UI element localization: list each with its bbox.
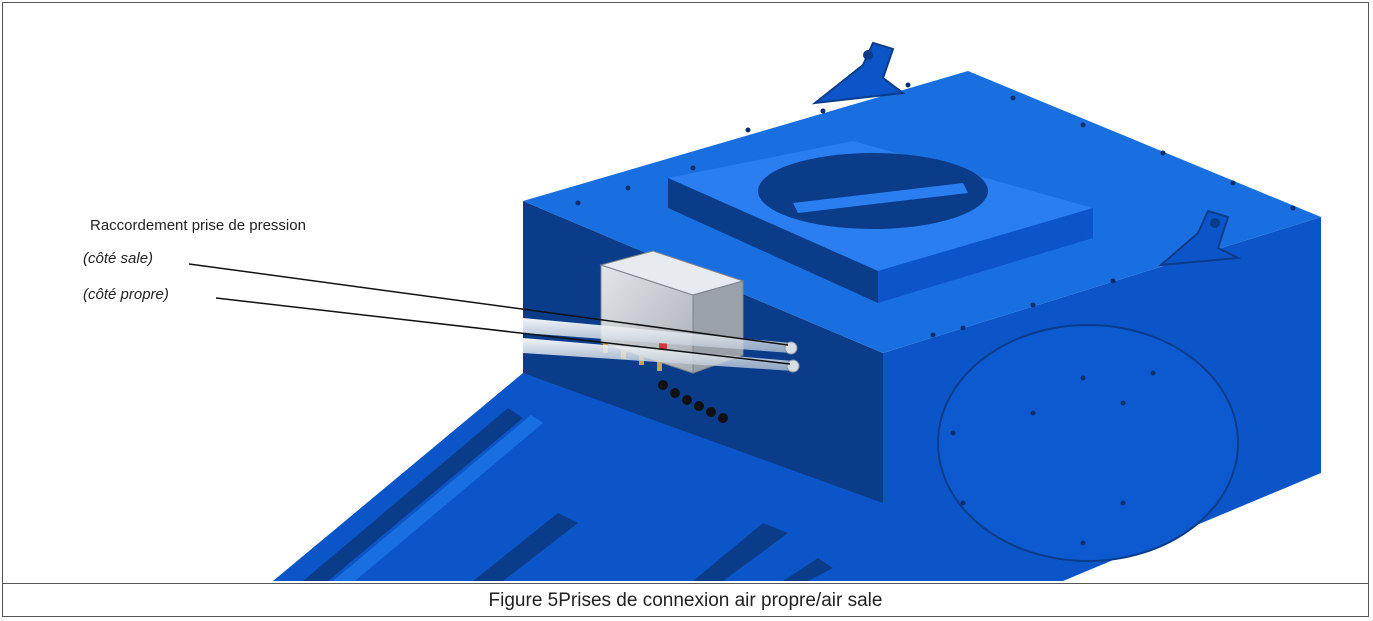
base-rail-3 — [473, 513, 578, 581]
base-rail-1 — [303, 408, 523, 581]
callout-clean-side: (côté propre) — [83, 286, 169, 303]
leader-line-clean — [215, 297, 791, 365]
pressure-tube-dirty — [523, 318, 791, 353]
junction-box-side — [692, 280, 744, 374]
figure-caption: Figure 5Prises de connexion air propre/a… — [3, 583, 1368, 617]
callout-title: Raccordement prise de pression — [90, 217, 306, 234]
base-rail-2 — [333, 415, 543, 581]
pressure-tube-clean — [523, 338, 793, 371]
filter-housing-drawing — [188, 41, 1321, 581]
base-rail-5 — [783, 558, 833, 581]
lifting-lug-top — [811, 41, 906, 105]
figure-illustration: Raccordement prise de pression (côté sal… — [3, 3, 1368, 581]
indicator-led — [659, 343, 667, 351]
inlet-crossbar — [793, 183, 968, 213]
base-rail-4 — [693, 523, 788, 581]
inlet-frame-side-right — [878, 208, 1093, 303]
leader-line-dirty — [188, 263, 789, 346]
inspection-door — [937, 324, 1239, 562]
inlet-frame-side-left — [668, 178, 878, 303]
callout-dirty-side: (côté sale) — [83, 250, 154, 267]
caption-number: Figure 5 — [488, 590, 559, 611]
caption-text: Prises de connexion air propre/air sale — [558, 590, 883, 611]
